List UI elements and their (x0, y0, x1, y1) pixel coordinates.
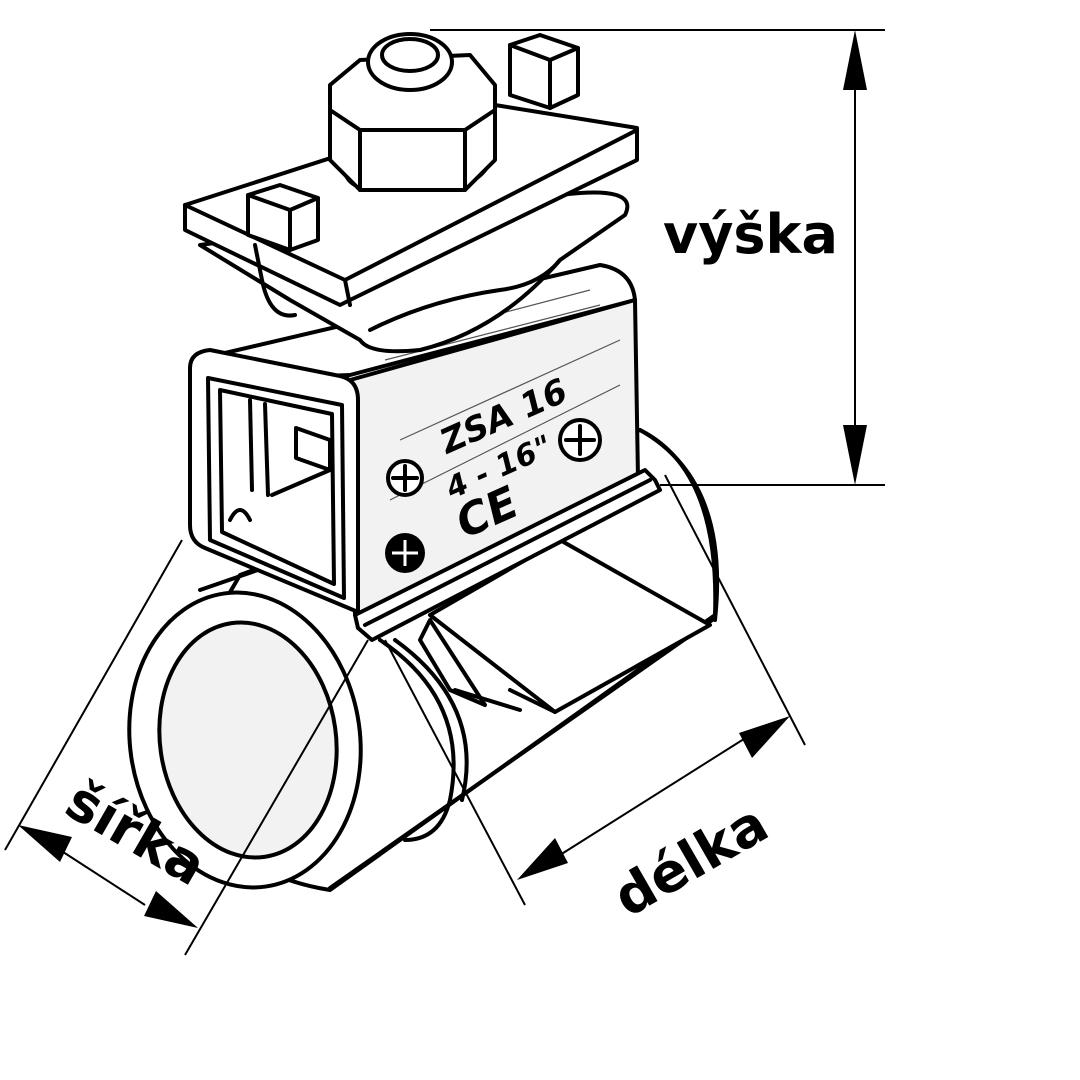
hex-nut (328, 32, 497, 192)
height-label: výška (663, 203, 838, 266)
height-dimension: výška (430, 29, 885, 486)
clamp-strap (418, 538, 712, 714)
terminal-body (188, 263, 662, 642)
clamp-plate (183, 33, 639, 354)
screw-icon (385, 418, 602, 573)
